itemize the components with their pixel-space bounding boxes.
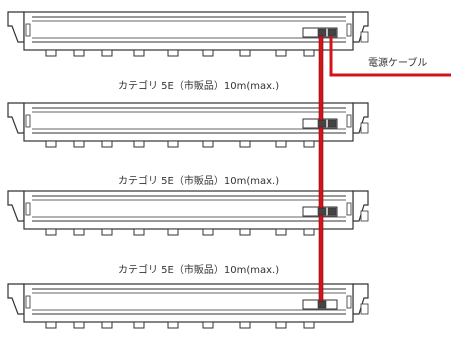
- port-jack: [327, 207, 337, 216]
- foot: [133, 228, 145, 236]
- end-tab: [346, 295, 352, 309]
- cable-label-2: カテゴリ 5E（市販品）10m(max.): [118, 174, 279, 187]
- port-jack: [327, 28, 337, 37]
- left-bracket: [7, 283, 25, 315]
- left-bracket: [7, 11, 25, 43]
- foot: [73, 140, 85, 148]
- foot: [275, 321, 287, 329]
- foot: [101, 228, 113, 236]
- foot: [101, 321, 113, 329]
- link-cable-1: [318, 35, 324, 121]
- link-cable-2: [318, 126, 324, 209]
- foot: [167, 321, 179, 329]
- unit-3: [7, 190, 369, 236]
- foot: [202, 49, 214, 57]
- foot: [275, 49, 287, 57]
- foot: [239, 49, 251, 57]
- end-tab: [346, 202, 352, 216]
- connector-stub: [360, 303, 369, 315]
- power-cable-label: 電源ケーブル: [368, 56, 427, 69]
- unit-4: [7, 283, 369, 329]
- foot: [303, 49, 315, 57]
- unit-body: [23, 283, 354, 323]
- foot: [167, 49, 179, 57]
- foot: [202, 321, 214, 329]
- foot: [167, 140, 179, 148]
- foot: [167, 228, 179, 236]
- connector-stub: [360, 31, 369, 43]
- unit-body: [23, 190, 354, 230]
- port-jack: [317, 207, 327, 216]
- left-bracket: [7, 102, 25, 134]
- foot: [303, 321, 315, 329]
- unit-2: [7, 102, 369, 148]
- port-jack: [317, 119, 327, 128]
- end-tab: [346, 114, 352, 128]
- foot: [303, 140, 315, 148]
- foot: [202, 228, 214, 236]
- connector-stub: [360, 210, 369, 222]
- unit-1: [7, 11, 369, 57]
- foot: [45, 49, 57, 57]
- unit-body: [23, 11, 354, 51]
- foot: [133, 321, 145, 329]
- port-jack: [317, 28, 327, 37]
- foot: [73, 49, 85, 57]
- end-tab: [346, 23, 352, 37]
- foot: [239, 321, 251, 329]
- end-tab: [25, 23, 31, 37]
- foot: [133, 49, 145, 57]
- connector-stub: [360, 122, 369, 134]
- cable-label-1: カテゴリ 5E（市販品）10m(max.): [118, 79, 279, 92]
- foot: [202, 140, 214, 148]
- end-tab: [25, 114, 31, 128]
- end-tab: [25, 295, 31, 309]
- foot: [133, 140, 145, 148]
- foot: [101, 49, 113, 57]
- cable-label-3: カテゴリ 5E（市販品）10m(max.): [118, 263, 279, 276]
- foot: [275, 140, 287, 148]
- link-cable-3: [318, 214, 324, 302]
- power-cable: [329, 36, 451, 77]
- foot: [45, 321, 57, 329]
- foot: [239, 228, 251, 236]
- cable-lines: [318, 35, 451, 302]
- foot: [275, 228, 287, 236]
- foot: [73, 228, 85, 236]
- foot: [45, 228, 57, 236]
- foot: [303, 228, 315, 236]
- port-jack: [317, 300, 327, 309]
- foot: [45, 140, 57, 148]
- unit-body: [23, 102, 354, 142]
- end-tab: [25, 202, 31, 216]
- foot: [73, 321, 85, 329]
- foot: [101, 140, 113, 148]
- port-jack: [327, 119, 337, 128]
- foot: [239, 140, 251, 148]
- left-bracket: [7, 190, 25, 222]
